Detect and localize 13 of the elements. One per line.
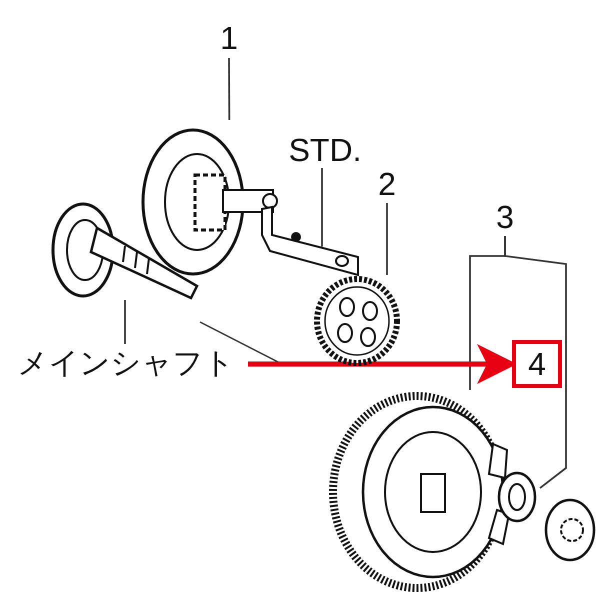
highlighted-callout-number: 4	[512, 340, 562, 388]
bracket-drawing	[258, 205, 362, 278]
leader-line	[504, 236, 567, 489]
callout-number: 3	[492, 198, 518, 236]
part-name: メインシャフト	[4, 344, 248, 384]
leader-line	[386, 203, 388, 275]
part-note: STD.	[290, 132, 360, 168]
leader-line	[228, 58, 230, 120]
callout-number: 1	[216, 18, 242, 58]
leader-line	[321, 168, 323, 247]
gear-drawing	[312, 275, 402, 367]
callout-number: 2	[374, 165, 400, 203]
leader-line	[124, 300, 126, 344]
